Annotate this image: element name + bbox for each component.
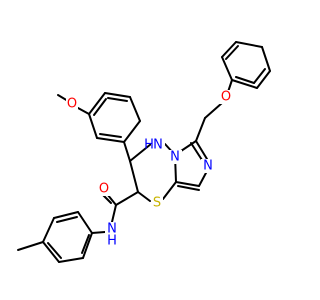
- bond: [88, 92, 106, 115]
- bond: [177, 185, 200, 191]
- bond: [190, 142, 203, 161]
- hydrogen-amide-label: H: [107, 234, 117, 249]
- bond: [225, 45, 239, 60]
- bond: [221, 56, 233, 81]
- bond: [231, 79, 258, 89]
- bond: [123, 141, 131, 162]
- bond: [42, 241, 60, 263]
- hydrogen-amine-label: H: [144, 138, 154, 153]
- atom-labels: O O O N N N N S H H: [67, 90, 231, 249]
- bond: [198, 170, 208, 187]
- bond: [42, 217, 55, 243]
- bond: [221, 41, 237, 58]
- oxygen-ether-label: O: [221, 90, 231, 105]
- bond: [81, 234, 90, 254]
- bond: [253, 68, 266, 84]
- atom-mask: [98, 182, 111, 196]
- bond: [77, 107, 90, 115]
- bond: [96, 137, 125, 143]
- bond: [104, 92, 131, 98]
- bond: [93, 98, 107, 116]
- bond: [47, 242, 62, 259]
- bond: [82, 232, 93, 259]
- oxygen-methoxy-label: O: [67, 97, 77, 112]
- bond: [175, 181, 200, 187]
- atom-mask: [201, 159, 215, 173]
- bond: [137, 191, 151, 202]
- atom-label-backgrounds: [66, 90, 233, 236]
- oxygen-carbonyl-label: O: [99, 182, 109, 197]
- sulfur-label: S: [153, 196, 161, 211]
- nitrogen-amide-label: N: [107, 222, 117, 237]
- bond: [123, 120, 141, 143]
- bond: [115, 191, 139, 206]
- bond: [195, 117, 206, 142]
- bond: [88, 113, 98, 139]
- bond: [91, 231, 106, 234]
- bond: [129, 160, 139, 193]
- atom-mask: [219, 90, 233, 104]
- bond: [77, 211, 93, 234]
- nitrogen-triazole-label: N: [203, 159, 213, 174]
- bond: [235, 41, 263, 48]
- nitrogen-amine-label: N: [153, 138, 163, 153]
- bond: [56, 216, 78, 223]
- bond: [261, 46, 271, 72]
- bond: [256, 70, 271, 89]
- bond: [58, 257, 84, 263]
- atom-mask: [151, 196, 163, 210]
- nitrogen-bridge-label: N: [170, 150, 180, 165]
- bond: [107, 97, 128, 102]
- bond: [129, 143, 152, 162]
- atom-mask: [105, 222, 119, 236]
- bond: [17, 241, 44, 251]
- bond: [195, 140, 208, 160]
- bond: [204, 102, 223, 119]
- bond: [99, 133, 122, 138]
- atom-mask: [66, 96, 78, 110]
- bond: [129, 96, 141, 122]
- atom-mask: [168, 150, 182, 164]
- bond: [235, 76, 255, 84]
- atom-mask: [151, 138, 165, 152]
- molecule-structure-diagram: O O O N N N N S H H: [17, 41, 271, 263]
- bond: [111, 204, 117, 223]
- bond: [53, 211, 79, 219]
- bond: [162, 181, 177, 200]
